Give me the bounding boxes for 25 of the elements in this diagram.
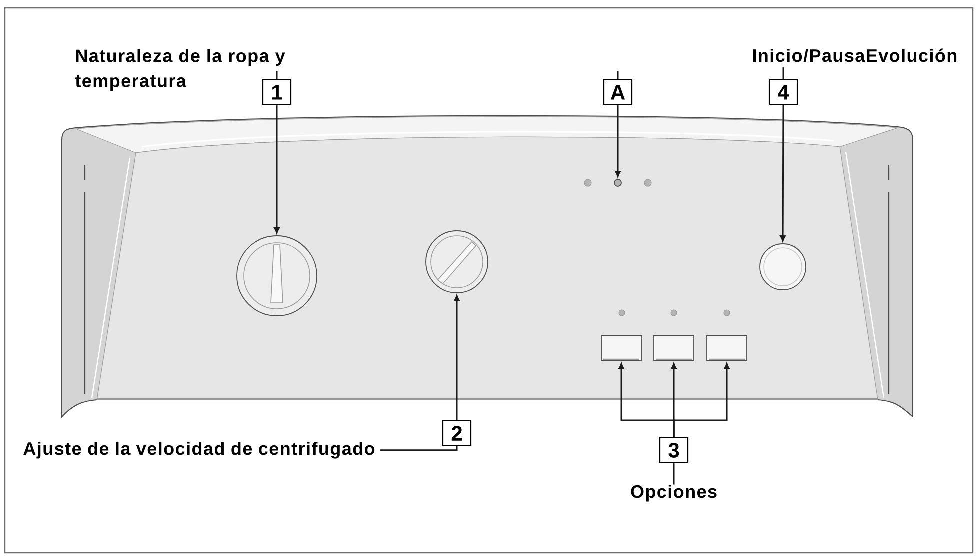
- callout-number: A: [603, 79, 633, 106]
- leader-line: [274, 106, 280, 234]
- push-button: [760, 244, 806, 290]
- callout-number: 3: [659, 437, 689, 464]
- option-button: [601, 336, 642, 362]
- leader-line: [673, 464, 675, 485]
- leader-line: [380, 446, 458, 452]
- callout-number: 2: [442, 420, 472, 447]
- control-label: Inicio/PausaEvolución: [753, 48, 957, 62]
- control-label: Opciones: [631, 484, 717, 502]
- leader-line: [673, 363, 730, 438]
- leader-line: [617, 71, 619, 80]
- option-button: [706, 336, 748, 362]
- callout-number: 4: [768, 79, 798, 106]
- indicator-light: [614, 179, 622, 187]
- control-label: Ajuste de la velocidad de centrifugado: [24, 442, 375, 459]
- dial-knob: [236, 236, 318, 316]
- leader-line: [782, 68, 784, 80]
- callout-number: 1: [262, 79, 292, 106]
- leader-line: [276, 71, 278, 80]
- leader-line: [780, 106, 786, 242]
- option-button: [654, 336, 694, 362]
- dial-knob: [426, 230, 488, 294]
- leader-line: [615, 106, 621, 178]
- leader-line: [454, 295, 460, 420]
